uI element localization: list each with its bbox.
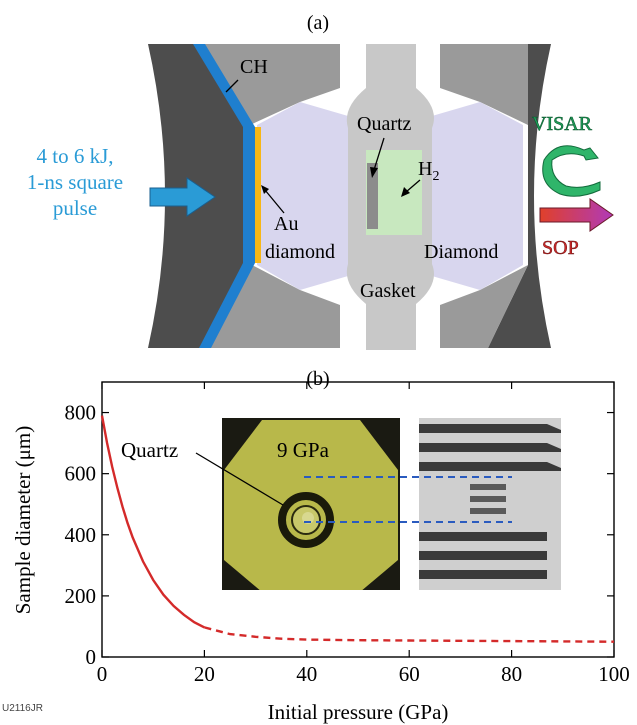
series-solid-line xyxy=(100,415,205,629)
panel-b-label: (b) xyxy=(306,368,329,390)
right-anvil-bottom xyxy=(440,265,528,348)
x-tick-label-3: 60 xyxy=(399,662,420,686)
h2-label-sub: 2 xyxy=(432,169,439,184)
streak-band-bottom-2 xyxy=(419,570,547,579)
pulse-label-line3: pulse xyxy=(53,196,97,220)
panel-a-diagram: (a) CH Quartz H2 Au xyxy=(27,12,614,350)
streak-band-bottom-1 xyxy=(419,551,547,560)
streak-band-top-tip-2 xyxy=(547,462,561,471)
axes-layer: 0 20 40 60 80 100 0 200 400 600 800 xyxy=(65,382,630,686)
y-tick-label-3: 600 xyxy=(65,462,97,486)
ch-label: CH xyxy=(240,56,268,78)
ch-pointer xyxy=(225,79,239,93)
h2-label: H2 xyxy=(418,158,439,184)
inset-quartz-label: Quartz xyxy=(121,438,178,462)
photo-gasket-hole xyxy=(224,420,398,590)
right-diamond xyxy=(432,102,523,290)
quartz-pointer-head xyxy=(370,167,378,178)
h2-pointer xyxy=(405,179,421,193)
au-pointer xyxy=(264,189,285,214)
streak-band-top-2 xyxy=(419,462,547,471)
plot-frame xyxy=(101,381,615,658)
y-tick-label-1: 200 xyxy=(65,584,97,608)
y-tick-label-0: 0 xyxy=(86,645,97,669)
series-dashed-line xyxy=(204,626,615,643)
streak-image-inset xyxy=(419,418,561,590)
right-anvil-outer xyxy=(488,44,551,348)
h2-pointer-head xyxy=(401,187,410,197)
microscope-photo-inset: Quartz 9 GPa xyxy=(121,418,400,590)
x-tick-label-2: 40 xyxy=(296,662,317,686)
y-tick-label-2: 400 xyxy=(65,523,97,547)
left-anvil-top xyxy=(200,44,340,125)
quartz-pointer xyxy=(373,137,385,171)
streak-sample-band-0 xyxy=(470,484,506,490)
ch-ablator-layer xyxy=(193,44,255,348)
figure-id: U2116JR xyxy=(2,703,43,714)
y-axis-label: Sample diameter (μm) xyxy=(11,426,35,615)
visar-label: VISAR xyxy=(532,113,593,135)
au-pointer-head xyxy=(261,185,269,194)
x-tick-label-0: 0 xyxy=(97,662,108,686)
streak-band-top-tip-1 xyxy=(547,443,561,452)
streak-sample-band-1 xyxy=(470,496,506,502)
au-layer xyxy=(255,127,261,263)
gasket-label: Gasket xyxy=(360,280,416,302)
x-tick-label-1: 20 xyxy=(194,662,215,686)
panel-a-label: (a) xyxy=(307,12,329,34)
x-tick-label-4: 80 xyxy=(501,662,522,686)
streak-sample-band-2 xyxy=(470,508,506,514)
pulse-label-line2: 1-ns square xyxy=(27,170,123,194)
streak-band-top-0 xyxy=(419,424,547,433)
x-axis-label: Initial pressure (GPa) xyxy=(268,700,449,724)
visar-arrow xyxy=(542,145,601,197)
au-label: Au xyxy=(274,213,298,235)
streak-band-top-tip-0 xyxy=(547,424,561,433)
left-diamond xyxy=(257,102,348,290)
quartz-label: Quartz xyxy=(357,113,412,135)
h2-label-base: H xyxy=(418,158,432,180)
chart-panel-b: Quartz 9 GPa 0 20 40 60 80 100 0 200 400 600 800 I… xyxy=(11,381,630,724)
sop-label: SOP xyxy=(542,237,579,259)
drive-laser-arrow xyxy=(149,177,216,217)
inset-pressure-label: 9 GPa xyxy=(277,438,330,462)
pulse-label-line1: 4 to 6 kJ, xyxy=(36,144,113,168)
right-anvil-top xyxy=(440,44,528,125)
left-diamond-label: diamond xyxy=(265,241,335,263)
y-tick-label-4: 800 xyxy=(65,401,97,425)
inset-quartz-pointer xyxy=(195,452,284,506)
sop-arrow xyxy=(539,198,614,232)
streak-band-top-1 xyxy=(419,443,547,452)
series-layer xyxy=(100,415,615,643)
right-diamond-label: Diamond xyxy=(424,241,498,263)
x-tick-label-5: 100 xyxy=(598,662,630,686)
quartz-chip xyxy=(367,163,378,229)
streak-band-bottom-0 xyxy=(419,532,547,541)
